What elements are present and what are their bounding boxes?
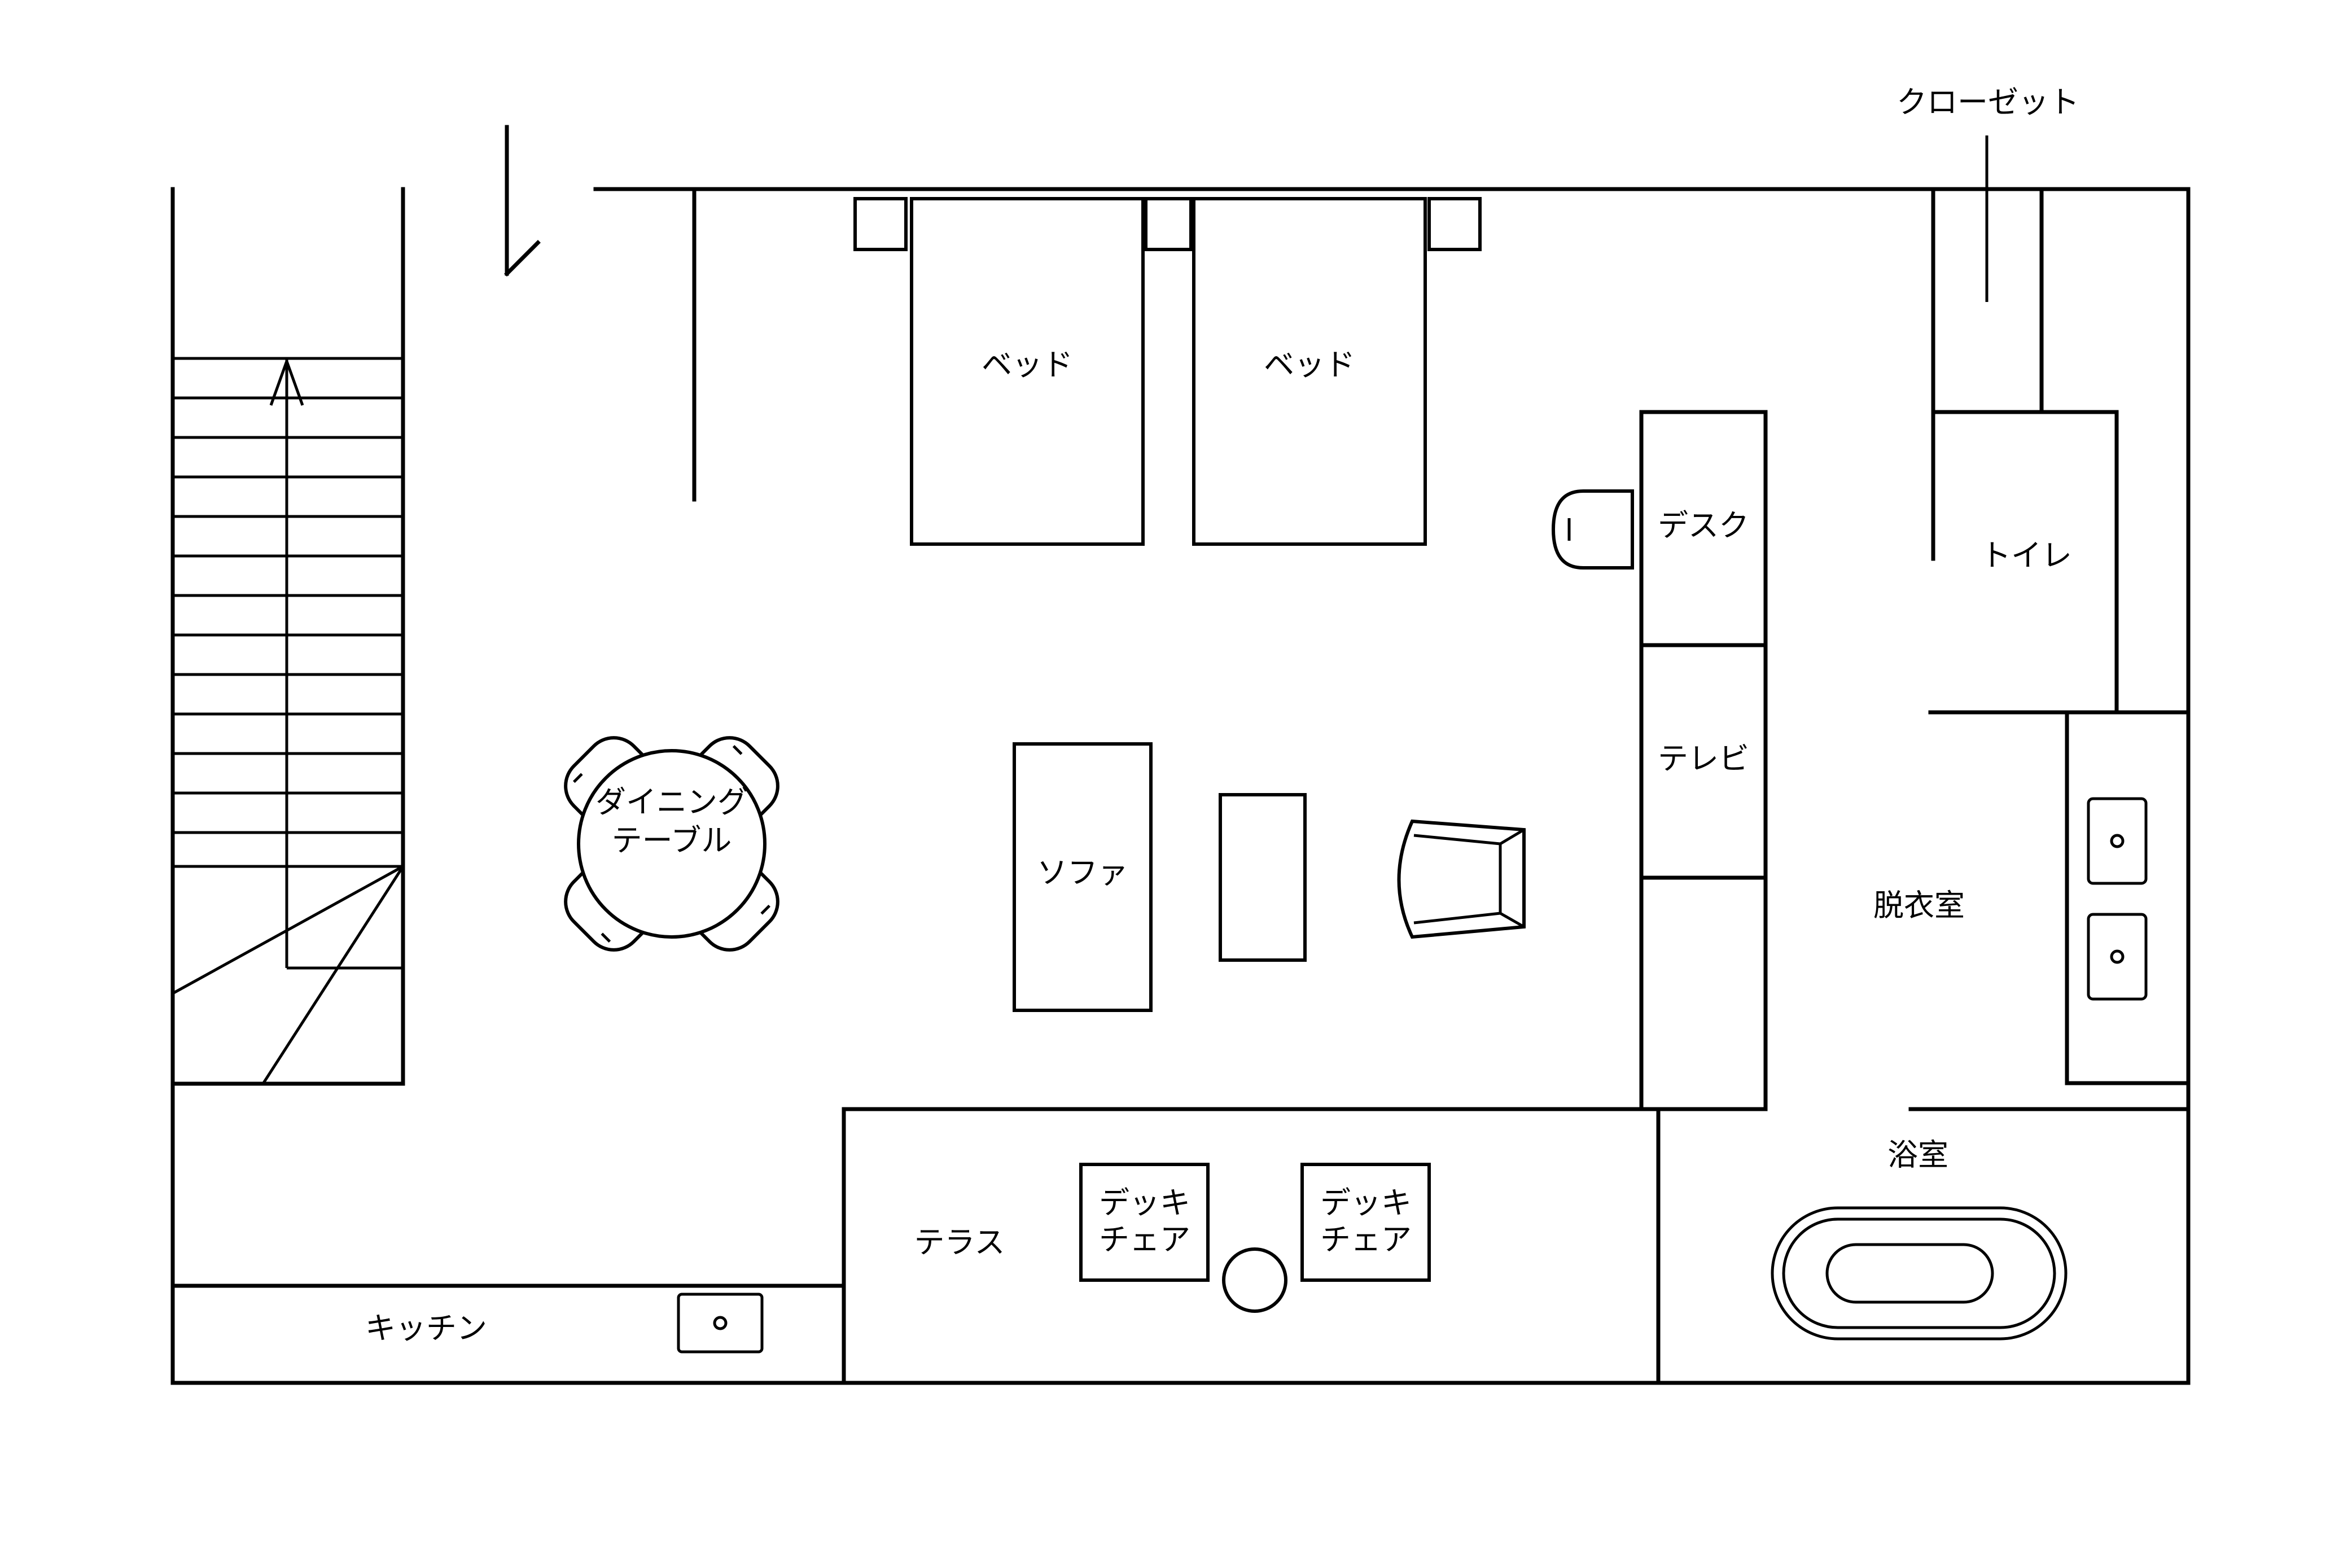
kitchen-sink [677, 1293, 764, 1354]
terrace-label: テラス [914, 1225, 1005, 1260]
armchair [1397, 819, 1526, 939]
side-table [1222, 1247, 1287, 1313]
bed-left [910, 197, 1145, 546]
bed-left-label: ベッド [982, 347, 1073, 383]
beds: ベッド ベッド [853, 197, 1482, 546]
desk-chair [1551, 489, 1634, 570]
deck-chair-right [1300, 1163, 1431, 1282]
deck-chair-left-label-1: デッキ [1099, 1185, 1190, 1221]
dining-table-label-2: テーブル [612, 823, 732, 859]
bed-right [1192, 197, 1427, 546]
terrace: テラス デッキ チェア デッキ チェア [842, 1107, 1661, 1385]
desk-tv-cabinet: デスク テレビ [1639, 410, 1768, 1111]
sofa-label: ソファ [1037, 855, 1128, 891]
stair-up-arrow-icon [269, 357, 304, 406]
bathroom-label: 浴室 [1887, 1137, 1948, 1173]
bathroom: 浴室 [1656, 1107, 2191, 1385]
sofa [1013, 742, 1153, 1012]
coffee-table [1219, 793, 1307, 962]
dining-table-label-1: ダイニング [595, 785, 748, 820]
deck-chair-right-label-2: チェア [1320, 1222, 1412, 1258]
toilet-room: トイレ [1928, 410, 2191, 715]
kitchen: キッチン [170, 1284, 846, 1354]
bathtub [1771, 1206, 2068, 1341]
kitchen-label: キッチン [365, 1311, 487, 1346]
vanity-counter [2065, 710, 2191, 1085]
dressing-room-label: 脱衣室 [1873, 888, 1965, 923]
deck-chair-left [1079, 1163, 1210, 1282]
bed-right-label: ベッド [1264, 347, 1355, 383]
entrance-door [504, 125, 541, 277]
toilet-label: トイレ [1981, 538, 2072, 573]
deck-chair-right-label-1: デッキ [1320, 1185, 1412, 1221]
closet: クローゼット [1897, 85, 2079, 561]
tv-label: テレビ [1658, 741, 1749, 777]
staircase [170, 357, 405, 1086]
desk-label: デスク [1658, 508, 1749, 544]
closet-label: クローゼット [1897, 85, 2079, 120]
dining-set: ダイニング テーブル [564, 736, 779, 952]
deck-chair-left-label-2: チェア [1099, 1222, 1190, 1258]
dining-table [577, 749, 767, 939]
